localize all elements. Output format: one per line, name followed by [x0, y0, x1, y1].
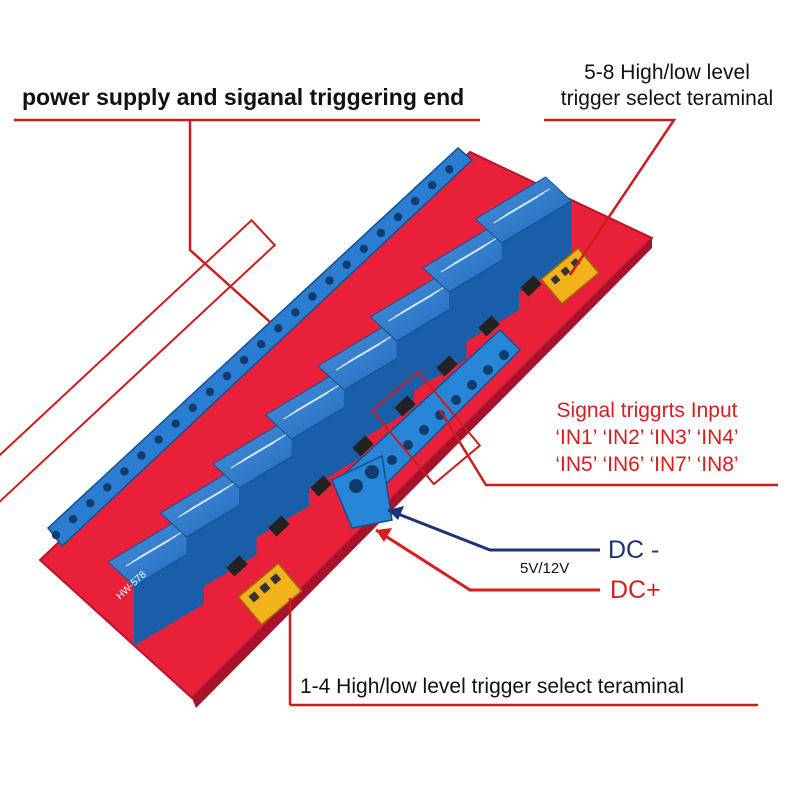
signal-input-title: Signal triggrts Input	[556, 399, 738, 422]
terminal-screw	[120, 467, 129, 476]
signal-screw	[499, 350, 509, 360]
callout-line-signal	[438, 409, 778, 487]
signal-screw	[403, 440, 413, 450]
signal-frame	[370, 370, 482, 486]
power-signal-label: power supply and siganal triggering end	[22, 84, 465, 110]
power-frame	[0, 218, 277, 602]
signal-input-label: Signal triggrts Input ‘IN1’ ‘IN2’ ‘IN3’ …	[502, 397, 792, 478]
transistor-chip	[394, 395, 416, 417]
terminal-screw	[205, 387, 215, 397]
signal-screw	[467, 380, 477, 390]
select-5-8-line1: 5-8 High/low level	[584, 61, 750, 84]
terminal-screw	[68, 514, 78, 524]
relay-marking	[505, 188, 550, 216]
terminal-screw	[393, 212, 403, 222]
power-screw	[365, 465, 379, 479]
relay-marking	[400, 286, 445, 314]
transistor-chip	[478, 315, 500, 337]
dc-minus-arrow	[388, 506, 404, 520]
signal-terminal-block	[331, 328, 522, 529]
terminal-screw	[137, 451, 146, 460]
relay-marking	[295, 384, 340, 412]
terminal-screw	[51, 530, 61, 540]
relay-marking	[190, 482, 235, 510]
relay-group	[107, 176, 573, 646]
power-screw	[349, 479, 363, 493]
terminal-screw	[222, 371, 232, 381]
transistor-chip	[520, 275, 542, 297]
terminal-screw	[342, 260, 351, 269]
transistor-chip	[352, 435, 374, 457]
terminal-screw	[308, 292, 317, 301]
signal-screw	[451, 395, 461, 405]
dc-plus-label: DC+	[610, 576, 661, 604]
dc-minus-line	[387, 508, 600, 552]
smd-components	[226, 275, 542, 577]
terminal-screw	[171, 419, 180, 428]
terminal-screw	[410, 196, 420, 206]
relay-marking	[242, 433, 288, 461]
transistor-chip	[226, 555, 248, 577]
relay-marking	[137, 531, 183, 559]
terminal-screw	[445, 165, 454, 174]
dc-plus-line	[375, 528, 600, 592]
terminal-screw	[239, 355, 249, 365]
terminal-screw	[103, 483, 112, 492]
signal-input-row2: ‘IN5’ ‘IN6’ ‘IN7’ ‘IN8’	[555, 453, 739, 476]
dc-plus-arrow	[376, 528, 392, 542]
callout-line-top-diag	[188, 120, 271, 323]
signal-input-row1: ‘IN1’ ‘IN2’ ‘IN3’ ‘IN4’	[555, 426, 739, 449]
transistor-chip	[436, 355, 458, 377]
pcb-edge	[192, 238, 652, 708]
transistor-chip	[310, 475, 332, 497]
terminal-screw	[428, 181, 437, 190]
power-terminal-strip	[46, 146, 474, 548]
terminal-screw	[325, 276, 334, 285]
select-1-4-label: 1-4 High/low level trigger select terami…	[300, 675, 684, 698]
terminal-screw	[154, 435, 163, 444]
relay-marking	[347, 335, 393, 363]
jumper-1-4	[237, 562, 303, 626]
select-5-8-line2: trigger select teraminal	[560, 87, 774, 110]
terminal-screw	[86, 499, 95, 508]
signal-screw	[387, 455, 397, 465]
terminal-screw	[376, 228, 386, 238]
signal-screw	[483, 365, 493, 375]
relay	[474, 176, 573, 303]
transistor-chip	[268, 515, 290, 537]
callout-line-58	[544, 118, 677, 276]
signal-screw	[419, 425, 429, 435]
terminal-screw	[274, 324, 283, 333]
select-5-8-label: 5-8 High/low level trigger select terami…	[542, 60, 792, 112]
terminal-screw	[359, 244, 368, 253]
relay-marking	[452, 237, 498, 265]
dc-minus-label: DC -	[608, 536, 660, 564]
terminal-screw	[188, 403, 197, 412]
terminal-screw	[291, 308, 300, 317]
voltage-label: 5V/12V	[520, 560, 570, 577]
terminal-screw	[257, 340, 266, 349]
